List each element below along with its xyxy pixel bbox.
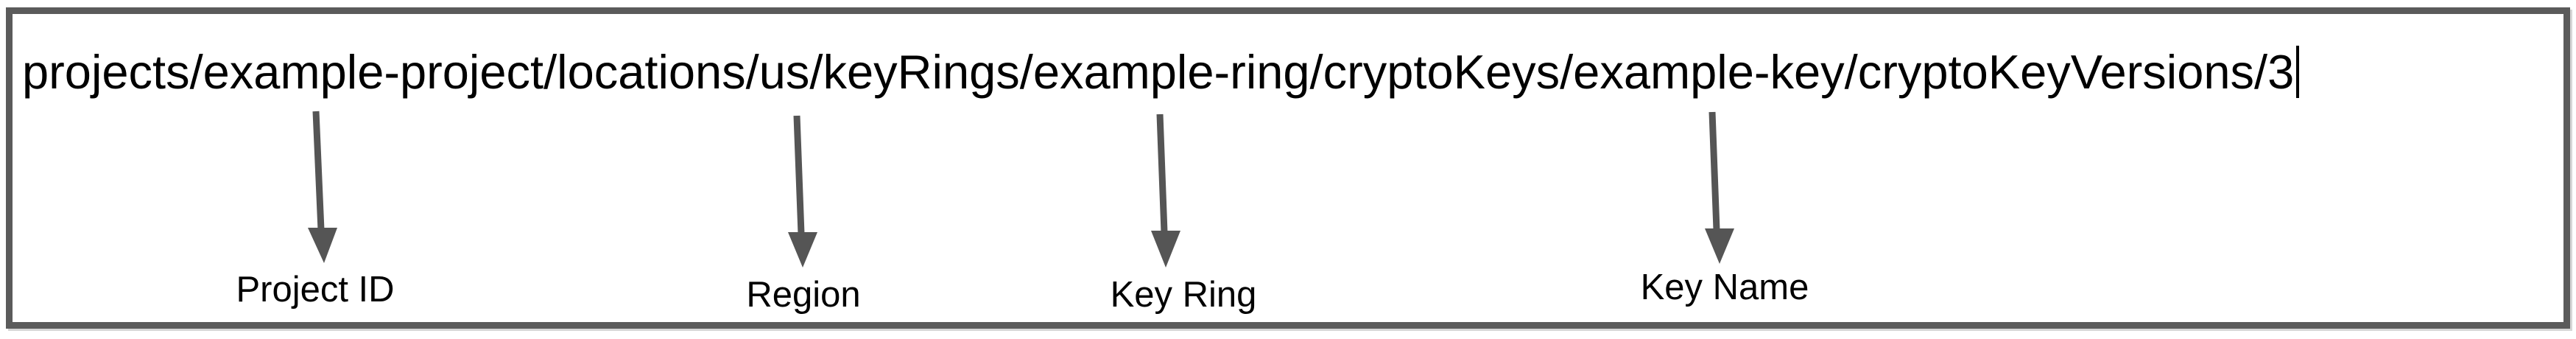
resource-path-box [6, 7, 2570, 329]
resource-path-text-line[interactable]: projects/example-project/locations/us/ke… [22, 44, 2300, 99]
text-cursor-caret [2296, 46, 2300, 98]
label-project-id: Project ID [236, 270, 395, 310]
label-key-ring: Key Ring [1110, 275, 1257, 315]
resource-path-text: projects/example-project/locations/us/ke… [22, 45, 2295, 99]
label-key-name: Key Name [1640, 268, 1809, 307]
label-region: Region [746, 275, 861, 315]
